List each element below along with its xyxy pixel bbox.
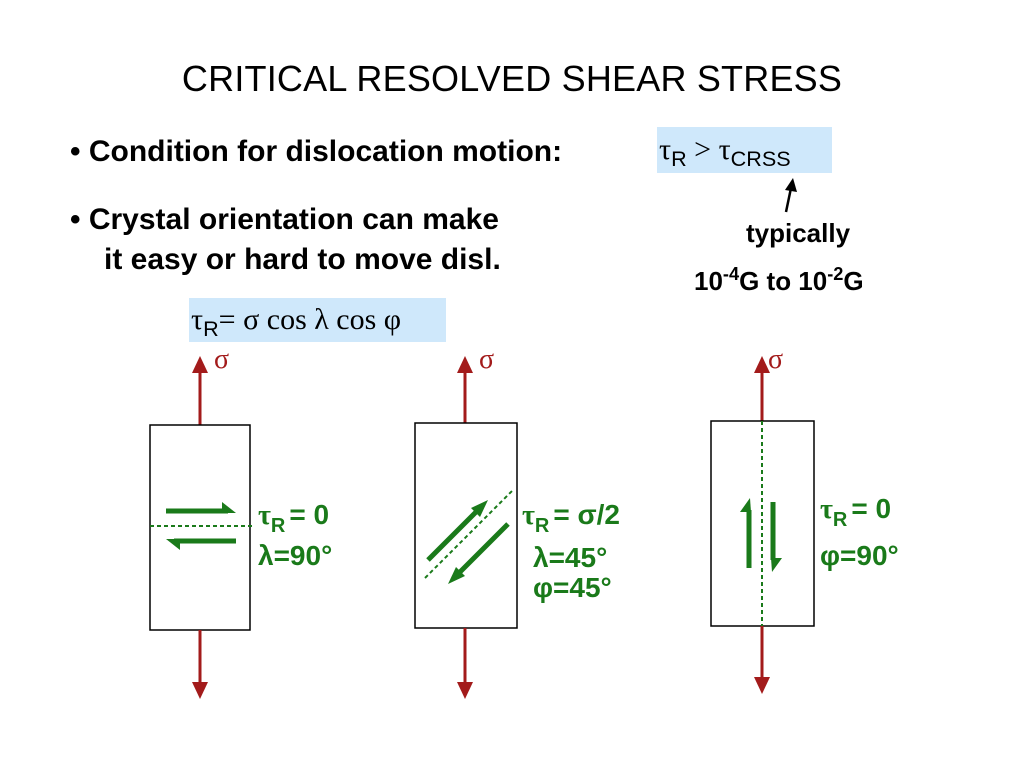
phi-angle-label: φ=90° [820,540,899,571]
bullet-condition: • Condition for dislocation motion: [70,135,563,168]
range-exp-high: -2 [827,264,844,284]
tau-symbol-crss: τ [718,133,731,166]
tau-symbol: τ [659,133,672,166]
lambda-angle-label: λ=45° [533,542,607,573]
tau-r-label: τR= 0 [820,493,891,531]
tau-r-label: τR= σ/2 [522,499,620,537]
tau-subscript-r: R [203,315,219,341]
typical-range: 10-4G to 10-2G [694,264,864,297]
greater-than: > [686,133,719,166]
range-unit: G [843,266,864,296]
typically-label: typically [746,218,851,248]
range-exp-low: -4 [722,264,740,284]
case-diagonal-slip: σ τR= σ/2 λ=45° φ=45° [414,344,620,699]
bullet-orientation: • Crystal orientation can make it easy o… [70,200,501,280]
phi-angle-label: φ=45° [533,572,612,603]
range-base: 10 [694,266,723,296]
lambda-angle-label: λ=90° [258,540,332,571]
condition-formula: τR > τCRSS [657,127,832,173]
sigma-label: σ [479,344,494,375]
formula-rhs: = σ cos λ cos φ [218,303,402,336]
range-mid: G to 10 [739,266,828,296]
crss-pointer-arrow [784,178,797,213]
tau-r-label: τR= 0 [258,499,329,537]
tau-symbol: τ [191,303,204,336]
bullet-orientation-line1: • Crystal orientation can make [70,203,499,236]
bullet-orientation-line2: it easy or hard to move disl. [104,243,501,276]
case-vertical-slip: σ τR= 0 φ=90° [710,344,899,694]
crystal-block [149,424,251,631]
sigma-label: σ [214,344,229,375]
resolved-shear-formula: τR= σ cos λ cos φ [189,298,446,342]
tau-subscript-r: R [671,145,687,171]
sigma-label: σ [768,344,783,375]
page-title: CRITICAL RESOLVED SHEAR STRESS [181,58,843,99]
tau-subscript-crss: CRSS [730,145,791,171]
case-horizontal-slip: σ τR= 0 λ=90° [149,344,332,699]
